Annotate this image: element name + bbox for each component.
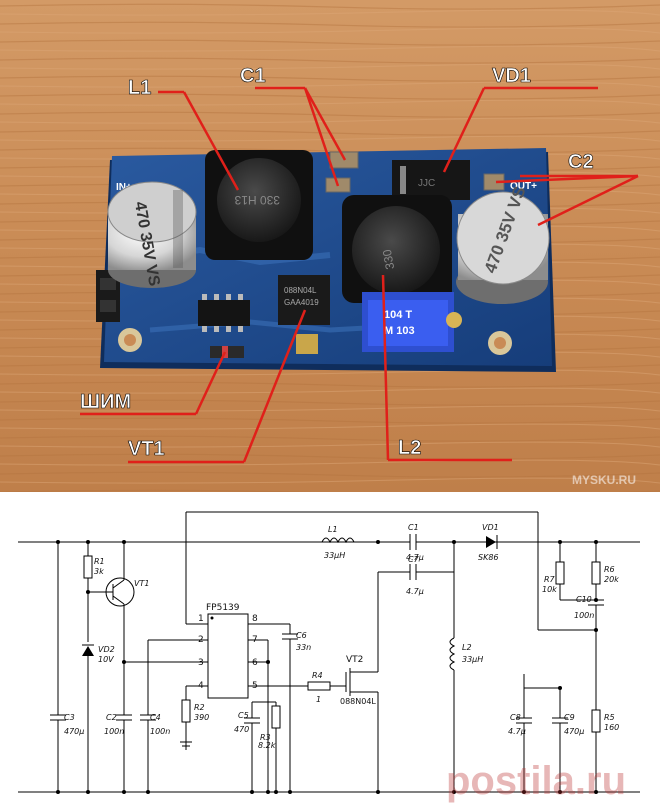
mosfet-marking2: GAA4019 xyxy=(284,298,319,307)
r6-resistor xyxy=(591,561,601,585)
callout-c2: C2 xyxy=(568,151,594,173)
pin-6: 6 xyxy=(252,658,258,668)
vd1-marking: JJC xyxy=(418,178,435,189)
callout-l1: L1 xyxy=(128,77,151,99)
c5-ref: C5 xyxy=(238,711,249,720)
c10-value: 100n xyxy=(574,611,594,620)
pin-3: 3 xyxy=(198,658,204,668)
vt2-value: 088N04L xyxy=(340,697,376,706)
board-photo-svg: IN+ OUT+ 470 35V VS 330 H13 JJC 330 xyxy=(0,0,660,492)
pin-1: 1 xyxy=(198,614,204,624)
out-plus-label: OUT+ xyxy=(510,181,537,192)
junction-dots xyxy=(56,540,598,794)
fp5139-name: FP5139 xyxy=(206,603,240,613)
r3-resistor xyxy=(271,705,281,729)
c4-value: 100n xyxy=(150,727,170,736)
r5-resistor xyxy=(591,709,601,733)
c8-ref: C8 xyxy=(510,713,521,722)
callout-vt1: VT1 xyxy=(128,438,165,460)
c10-ref: C10 xyxy=(576,595,592,604)
callout-vd1: VD1 xyxy=(492,65,531,87)
r2-resistor xyxy=(181,699,191,723)
pin-2: 2 xyxy=(198,635,204,645)
c1-gap xyxy=(410,534,416,550)
c8-value: 4.7μ xyxy=(508,727,526,736)
r1-value: 3k xyxy=(94,567,104,576)
ic-fp5139 xyxy=(198,294,250,332)
r4-resistor xyxy=(307,681,331,691)
vt2-ref: VT2 xyxy=(346,655,363,665)
schematic-svg: R1 3k VD2 10V VT1 C3 470μ C2 100n C4 100… xyxy=(18,511,640,803)
c7-value: 4.7μ xyxy=(406,587,424,596)
c2-value: 100n xyxy=(104,727,124,736)
r3-ref: R3 xyxy=(260,733,271,742)
r4-ref: R4 xyxy=(312,671,323,680)
r2-ref: R2 xyxy=(194,703,205,712)
l1-ref: L1 xyxy=(328,525,338,534)
r4-value: 1 xyxy=(316,695,321,704)
vd2-zener xyxy=(82,646,94,656)
mosfet-vt2: 088N04L GAA4019 xyxy=(278,275,330,354)
watermark-postila: postila.ru xyxy=(446,759,626,803)
r7-ref: R7 xyxy=(544,575,556,584)
c1-value: 4.7μ xyxy=(406,553,424,562)
board-photo: IN+ OUT+ 470 35V VS 330 H13 JJC 330 xyxy=(0,0,660,492)
callout-shim: ШИМ xyxy=(80,391,131,413)
r1-ref: R1 xyxy=(94,557,105,566)
r1-resistor xyxy=(83,555,93,579)
potentiometer: 104 T M 103 xyxy=(362,292,462,352)
r7-resistor xyxy=(555,561,565,585)
vd2-ref: VD2 xyxy=(98,645,115,654)
vd1-value: SK86 xyxy=(478,553,499,562)
c1-ref: C1 xyxy=(408,523,419,532)
vd1-diode xyxy=(486,536,496,548)
r2-value: 390 xyxy=(194,713,209,722)
r3-value: 8.2k xyxy=(258,741,276,750)
watermark-mysku: MYSKU.RU xyxy=(572,473,636,487)
c3-value: 470μ xyxy=(64,727,84,736)
l2-marking: 330 xyxy=(380,248,397,270)
pin-8: 8 xyxy=(252,614,258,624)
l1-value: 33μH xyxy=(324,551,345,560)
r6-value: 20k xyxy=(604,575,619,584)
l2-ref: L2 xyxy=(462,643,472,652)
vd1-ref: VD1 xyxy=(482,523,499,532)
pot-marking: 104 T xyxy=(384,309,412,321)
inductor-l2: 330 xyxy=(342,195,452,303)
c9-value: 470μ xyxy=(564,727,584,736)
callout-c1: C1 xyxy=(240,65,266,87)
callout-l2: L2 xyxy=(398,437,421,459)
fp5139-box xyxy=(207,613,249,699)
r7-value: 10k xyxy=(542,585,557,594)
vt1-ref: VT1 xyxy=(134,579,149,588)
r6-ref: R6 xyxy=(604,565,615,574)
schematic: R1 3k VD2 10V VT1 C3 470μ C2 100n C4 100… xyxy=(0,492,660,805)
inductor-l1: 330 H13 xyxy=(205,150,313,260)
diode-vd1: JJC xyxy=(392,160,470,200)
c5-value: 470 xyxy=(234,725,249,734)
capacitor-c3-left: 470 35V VS xyxy=(107,181,197,288)
in-plus-label: IN+ xyxy=(116,182,132,193)
pot-marking2: M 103 xyxy=(384,325,415,337)
callout-lines xyxy=(80,86,639,464)
c4-ref: C4 xyxy=(150,713,161,722)
c6-value: 33n xyxy=(296,643,311,652)
l1-marking: 330 H13 xyxy=(234,193,280,207)
c2-ref: C2 xyxy=(106,713,117,722)
l2-value: 33μH xyxy=(462,655,483,664)
r5-value: 160 xyxy=(604,723,619,732)
l1-inductor xyxy=(321,537,355,544)
c7-ref: C7 xyxy=(408,555,420,564)
vd2-value: 10V xyxy=(98,655,114,664)
c3-ref: C3 xyxy=(64,713,75,722)
header-pins xyxy=(96,270,120,322)
capacitor-c9-right: 470 35V VS xyxy=(456,184,550,304)
c6-ref: C6 xyxy=(296,631,307,640)
c9-ref: C9 xyxy=(564,713,575,722)
l2-inductor xyxy=(449,637,456,671)
mosfet-marking: 088N04L xyxy=(284,286,317,295)
r5-ref: R5 xyxy=(604,713,615,722)
